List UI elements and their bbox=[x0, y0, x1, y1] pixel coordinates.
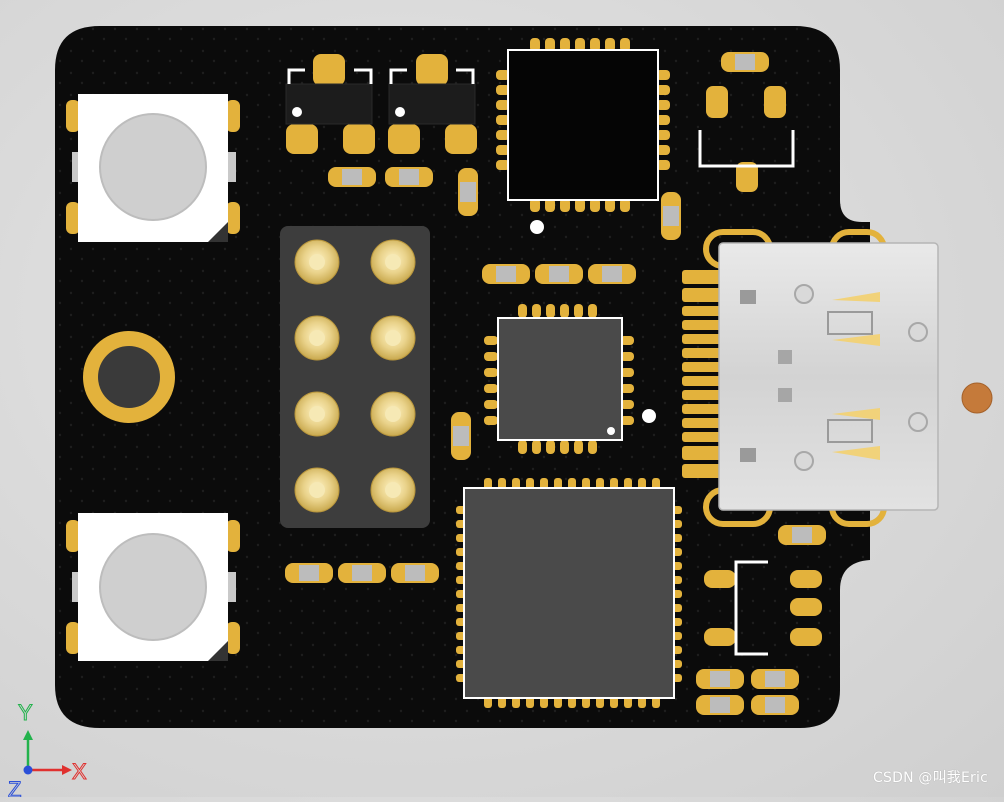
tact-switch-bottom bbox=[66, 513, 240, 661]
usb-c-connector-icon bbox=[682, 229, 939, 527]
qfn-chip-icon bbox=[496, 38, 670, 212]
sot23-icon bbox=[285, 54, 375, 154]
qfn-chip-icon bbox=[484, 304, 634, 454]
tact-switch-top bbox=[66, 94, 240, 242]
passive-components bbox=[285, 52, 826, 715]
qfp-chip-icon bbox=[456, 478, 682, 708]
pin-header-icon bbox=[280, 226, 430, 528]
watermark: CSDN @叫我Eric bbox=[873, 770, 988, 786]
axis-y-label: Y bbox=[18, 700, 33, 725]
axis-z-label: Z bbox=[8, 777, 21, 797]
regulator-top-right bbox=[698, 86, 795, 192]
axis-triad-icon: X Y Z bbox=[8, 700, 88, 802]
origin-marker bbox=[961, 382, 993, 414]
tact-switch-icon bbox=[99, 113, 207, 221]
mounting-hole-icon bbox=[83, 331, 175, 423]
fiducials bbox=[530, 220, 656, 423]
regulator-bottom-right bbox=[704, 560, 822, 656]
tact-switch-icon bbox=[99, 533, 207, 641]
axis-x-label: X bbox=[72, 759, 87, 784]
sot23-icon bbox=[388, 54, 477, 154]
